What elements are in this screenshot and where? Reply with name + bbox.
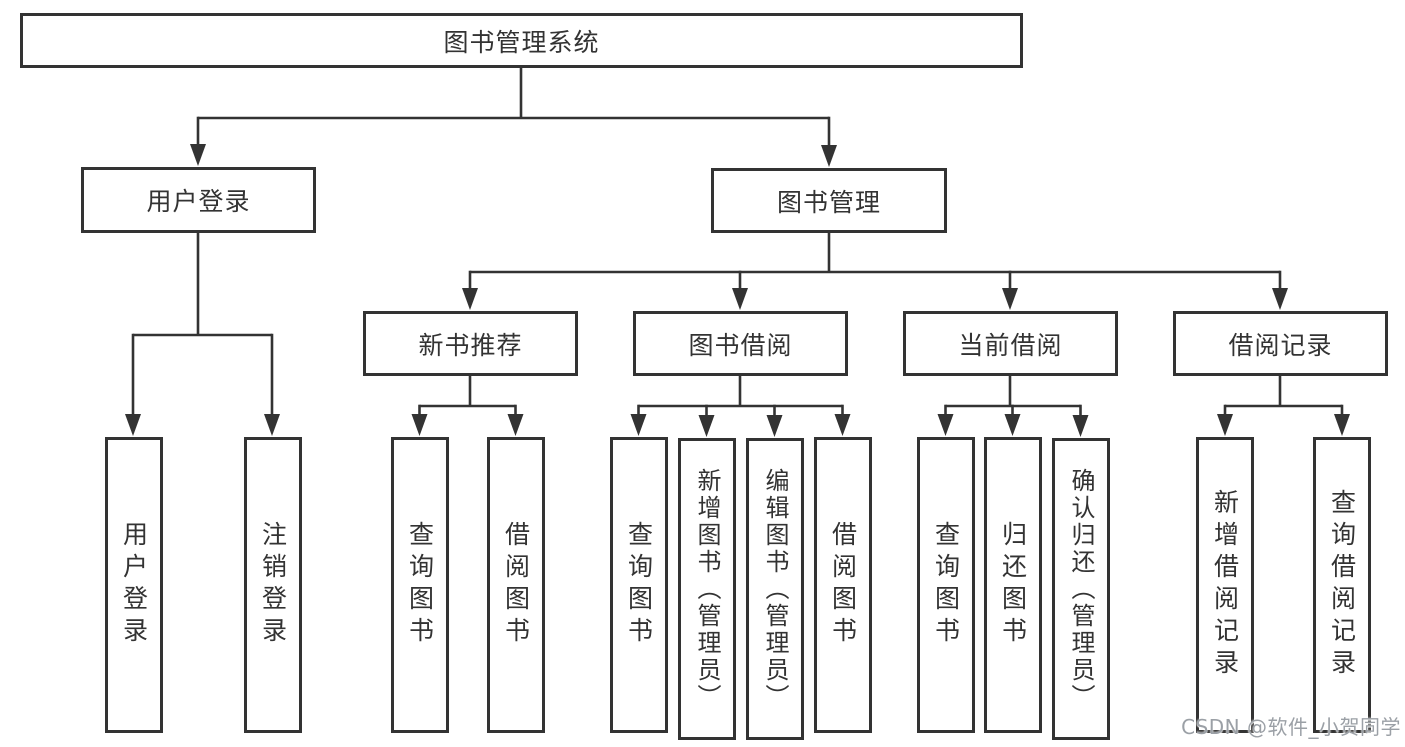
arrowhead [1072, 415, 1089, 437]
arrowhead [1004, 414, 1021, 436]
node-book-management: 图书管理 [711, 168, 947, 233]
arrowhead [1272, 288, 1288, 310]
watermark: CSDN @软件_小贺同学 [1181, 715, 1401, 739]
node-new-book-recommend: 新书推荐 [363, 311, 578, 376]
node-borrow-books-1: 借阅图书 [487, 437, 545, 733]
arrowhead [1002, 288, 1018, 310]
arrowhead [834, 414, 851, 436]
arrowhead [264, 414, 280, 436]
node-return-books: 归还图书 [984, 437, 1042, 733]
node-current-borrow: 当前借阅 [903, 311, 1118, 376]
node-book-borrow: 图书借阅 [633, 311, 848, 376]
arrowhead [766, 415, 783, 437]
arrowhead [937, 414, 954, 436]
node-add-borrow-record: 新增借阅记录 [1196, 437, 1254, 733]
node-add-books-admin: 新增图书（管理员） [678, 438, 736, 740]
arrowhead [125, 414, 141, 436]
arrowhead [732, 288, 748, 310]
node-borrow-records: 借阅记录 [1173, 311, 1388, 376]
node-user-login: 用户登录 [81, 167, 316, 233]
node-query-books-3: 查询图书 [917, 437, 975, 733]
arrowhead [411, 414, 428, 436]
node-query-books-2: 查询图书 [610, 437, 668, 733]
arrowhead [507, 414, 524, 436]
node-edit-books-admin: 编辑图书（管理员） [746, 438, 804, 740]
node-borrow-books-2: 借阅图书 [814, 437, 872, 733]
arrowhead [821, 145, 837, 167]
arrowhead [698, 415, 715, 437]
arrowhead [190, 144, 206, 166]
node-logout-leaf: 注销登录 [244, 437, 302, 733]
arrowhead [630, 414, 647, 436]
arrowhead [1334, 414, 1350, 436]
node-query-borrow-record: 查询借阅记录 [1313, 437, 1371, 733]
node-library-system: 图书管理系统 [20, 13, 1023, 68]
node-user-login-leaf: 用户登录 [105, 437, 163, 733]
arrowhead [462, 288, 478, 310]
arrowhead [1217, 414, 1233, 436]
node-query-books-1: 查询图书 [391, 437, 449, 733]
node-confirm-return-admin: 确认归还（管理员） [1052, 438, 1110, 740]
